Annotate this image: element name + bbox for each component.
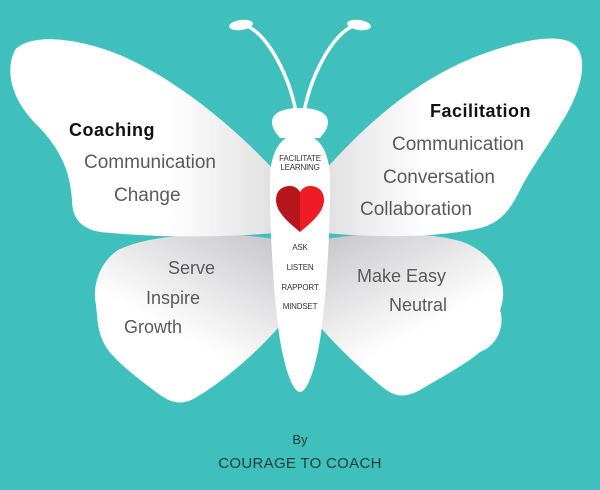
lower-left-item-inspire: Inspire [146, 288, 201, 308]
butterfly-head [272, 108, 328, 138]
body-title-line2: LEARNING [280, 163, 320, 172]
facilitation-heading: Facilitation [430, 101, 532, 121]
heart-icon [276, 186, 324, 232]
upper-left-wing [10, 39, 301, 237]
body-item-rapport: RAPPORT [281, 283, 319, 292]
lower-left-wing [94, 234, 300, 403]
lower-left-item-serve: Serve [168, 258, 216, 278]
facilitation-item-collaboration: Collaboration [360, 199, 472, 220]
body-title: FACILITATE LEARNING [270, 154, 330, 172]
body-item-ask: ASK [292, 243, 308, 252]
lower-right-wing [300, 233, 504, 396]
coaching-item-communication: Communication [84, 152, 216, 173]
coaching-item-change: Change [114, 185, 181, 206]
left-antenna [243, 23, 298, 114]
facilitation-item-communication: Communication [392, 134, 524, 155]
lower-right-item-neutral: Neutral [389, 295, 448, 315]
footer-credit: COURAGE TO COACH [218, 455, 382, 472]
facilitation-item-conversation: Conversation [383, 167, 495, 188]
lower-left-item-growth: Growth [124, 317, 183, 337]
upper-right-wing [300, 38, 583, 237]
body-title-line1: FACILITATE [279, 154, 321, 163]
footer-by: By [292, 432, 308, 447]
right-antenna [302, 23, 357, 114]
body-item-mindset: MINDSET [282, 302, 318, 311]
coaching-heading: Coaching [69, 120, 156, 140]
body-item-listen: LISTEN [286, 263, 314, 272]
lower-right-item-make-easy: Make Easy [357, 266, 447, 286]
